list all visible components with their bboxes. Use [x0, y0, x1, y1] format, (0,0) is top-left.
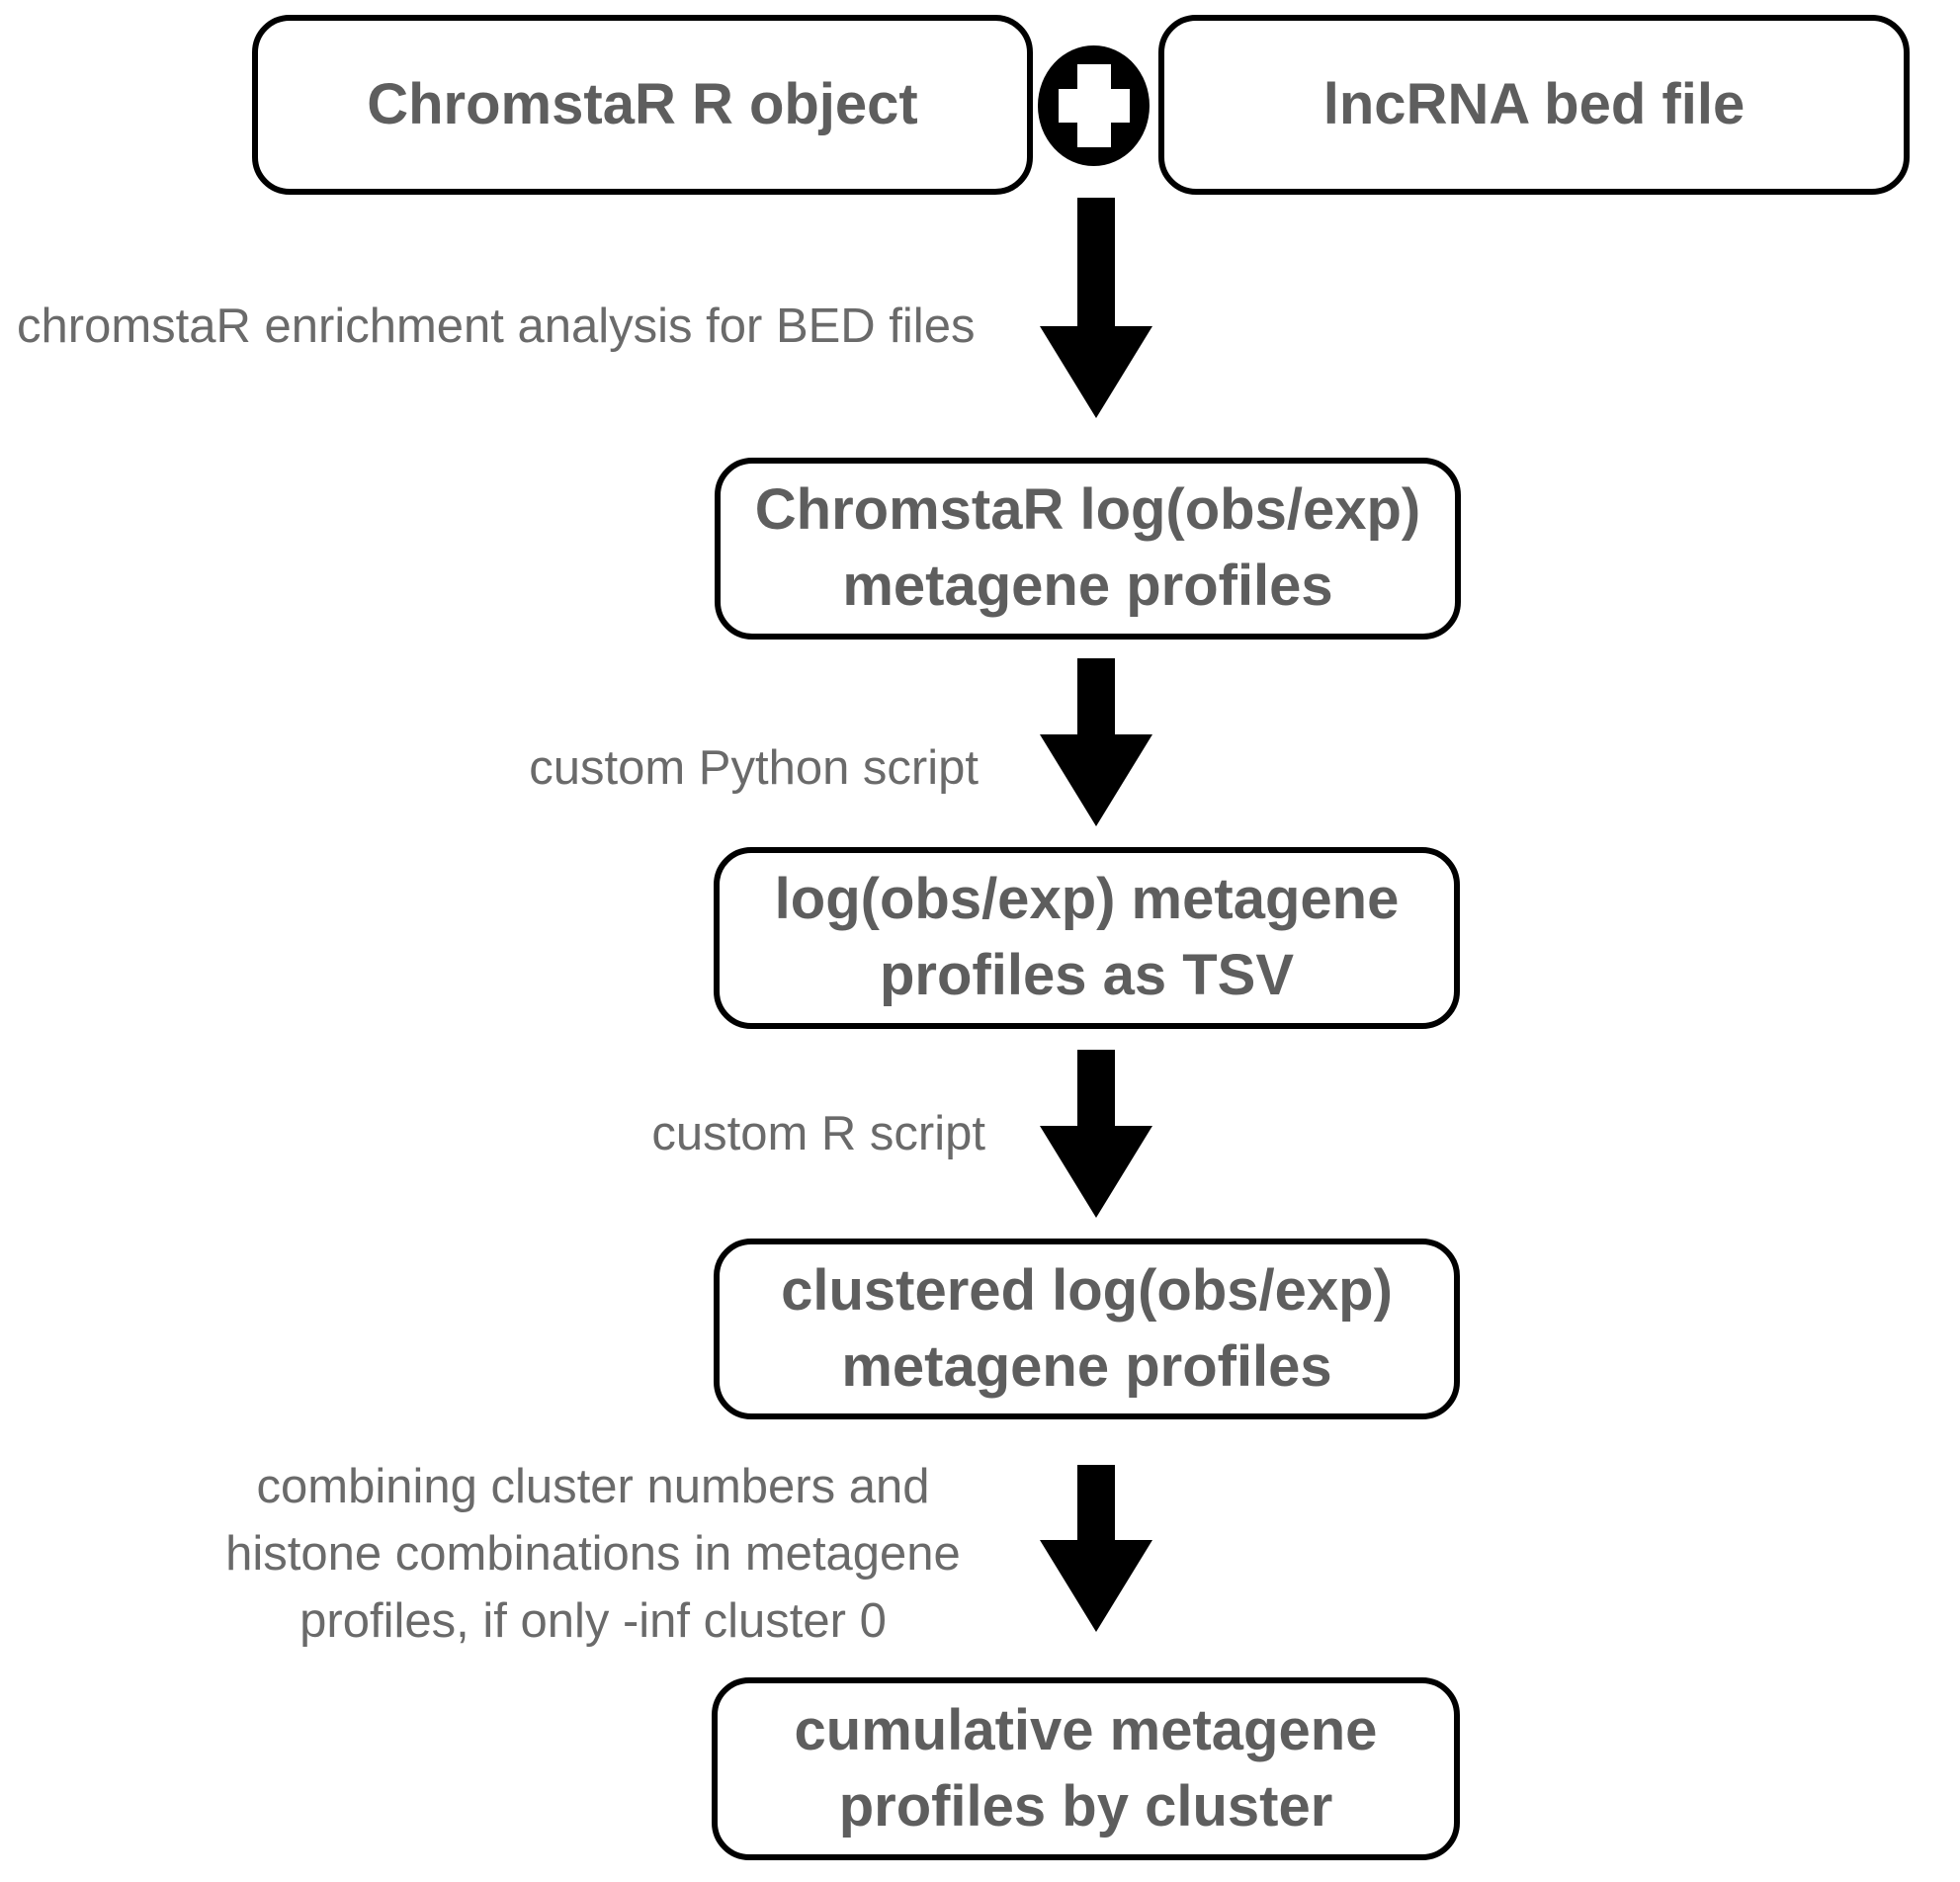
edge-label-combining-clusters: combining cluster numbers and histone co… — [225, 1460, 961, 1648]
arrow-head — [1040, 1126, 1152, 1218]
plus-icon — [1038, 45, 1150, 166]
node-lncrna-bed-file: lncRNA bed file — [1158, 15, 1910, 195]
down-arrow-icon-2 — [1040, 658, 1152, 826]
arrow-shaft — [1077, 1050, 1115, 1126]
node-cumulative-metagene-profiles: cumulative metagene profiles by cluster — [712, 1677, 1460, 1860]
down-arrow-icon-1 — [1040, 198, 1152, 418]
edge-label-enrichment-analysis: chromstaR enrichment analysis for BED fi… — [17, 299, 976, 353]
arrow-head — [1040, 734, 1152, 826]
arrow-head — [1040, 326, 1152, 418]
arrow-shaft — [1077, 658, 1115, 734]
edge-label-custom-python-script: custom Python script — [529, 741, 979, 795]
arrow-head — [1040, 1540, 1152, 1632]
down-arrow-icon-4 — [1040, 1465, 1152, 1632]
down-arrow-icon-3 — [1040, 1050, 1152, 1218]
edge-label-custom-r-script: custom R script — [651, 1107, 985, 1160]
plus-icon-horizontal-bar — [1058, 89, 1130, 123]
node-chromstar-log-metagene-profiles: ChromstaR log(obs/exp) metagene profiles — [715, 458, 1461, 640]
node-log-metagene-profiles-tsv: log(obs/exp) metagene profiles as TSV — [714, 847, 1460, 1029]
node-chromstar-r-object: ChromstaR R object — [252, 15, 1033, 195]
arrow-shaft — [1077, 198, 1115, 326]
arrow-shaft — [1077, 1465, 1115, 1540]
node-clustered-log-metagene-profiles: clustered log(obs/exp) metagene profiles — [714, 1239, 1460, 1419]
